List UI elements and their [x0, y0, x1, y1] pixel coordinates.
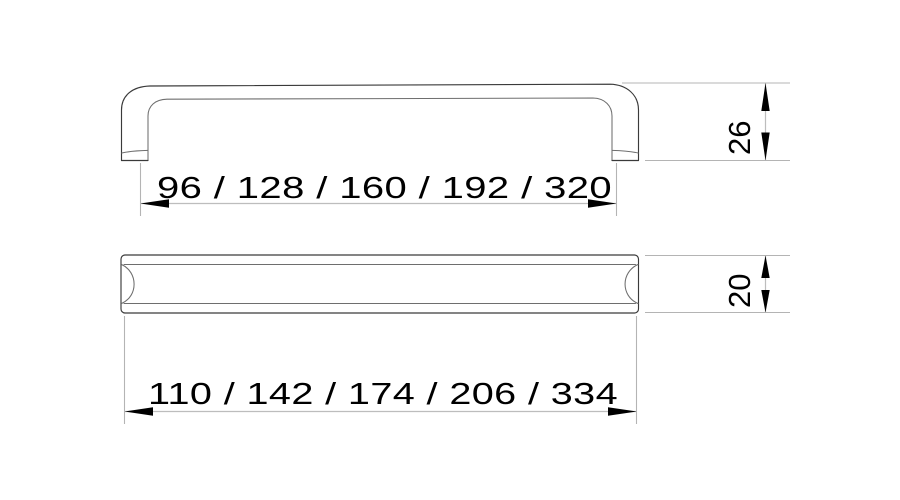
handle-outer-profile [120, 83, 640, 162]
handle-height-arrow-top [761, 83, 770, 111]
bar-left-end-curve [121, 263, 135, 305]
bar-depth-dimension: 20 [645, 254, 790, 314]
center-distance-label: 96 / 128 / 160 / 192 / 320 [157, 170, 612, 205]
bar-outer-body [120, 254, 640, 314]
center-distance-arrow-right [588, 199, 617, 208]
center-distance-dimension: 96 / 128 / 160 / 192 / 320 [139, 163, 618, 216]
center-distance-arrow-left [140, 199, 169, 208]
handle-inner-profile [147, 97, 613, 162]
handle-height-arrow-bottom [761, 132, 770, 161]
front-view-geometry [120, 83, 640, 162]
handle-left-foot-chamfer [121, 149, 149, 154]
handle-right-foot-chamfer [611, 149, 639, 154]
overall-length-dimension: 110 / 142 / 174 / 206 / 334 [123, 316, 638, 424]
overall-length-label: 110 / 142 / 174 / 206 / 334 [148, 376, 618, 411]
bar-depth-arrow-bottom [761, 290, 770, 313]
handle-height-dimension: 26 [622, 82, 790, 162]
bar-depth-label: 20 [722, 274, 757, 308]
overall-length-arrow-right [608, 407, 637, 416]
bar-depth-arrow-top [761, 255, 770, 278]
bar-right-end-curve [624, 263, 639, 305]
handle-height-label: 26 [722, 121, 757, 155]
overall-length-arrow-left [124, 407, 153, 416]
top-view-geometry [120, 254, 640, 314]
